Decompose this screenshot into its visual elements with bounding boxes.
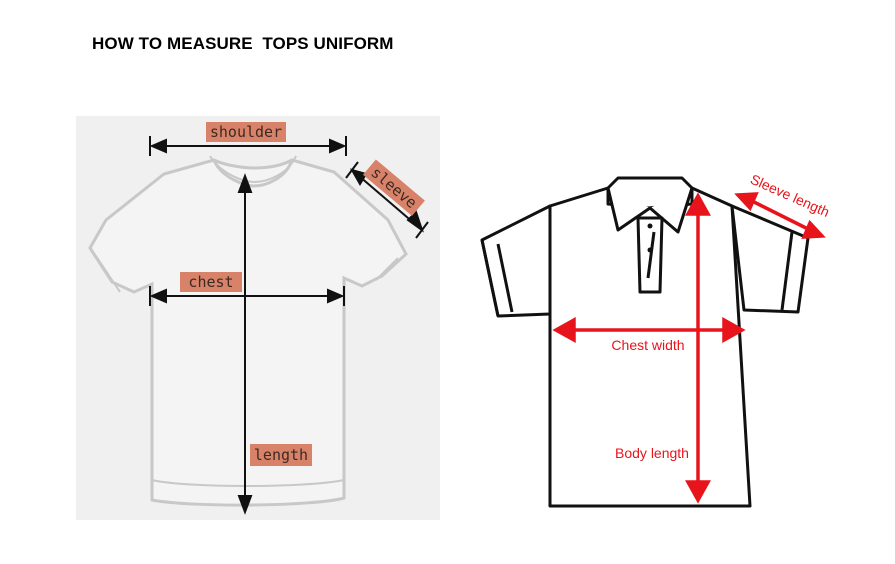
sleeve-label-bg	[362, 159, 425, 216]
polo-button-1	[647, 223, 653, 229]
tshirt-diagram: shoulder sleeve chest	[88, 122, 429, 515]
shoulder-label-bg	[206, 122, 286, 142]
sleeve-length-arrow	[734, 192, 826, 239]
chest-width-label: Chest width	[611, 337, 684, 353]
length-arrow	[237, 173, 253, 515]
chest-arrow	[149, 286, 345, 306]
sleeve-arrow	[345, 161, 429, 239]
polo-measure-panel: Chest width Body length Sleeve length	[470, 160, 830, 520]
chest-label-bg	[180, 272, 242, 292]
body-length-label: Body length	[615, 445, 689, 461]
polo-diagram: Chest width Body length Sleeve length	[480, 171, 830, 508]
shoulder-arrow	[149, 136, 347, 156]
polo-button-2	[647, 247, 653, 253]
shoulder-label: shoulder	[210, 123, 282, 141]
sleeve-length-label: Sleeve length	[748, 171, 830, 220]
length-label-bg	[250, 444, 312, 466]
length-label: length	[254, 446, 308, 464]
polo-outline	[480, 176, 810, 508]
tshirt-measure-panel: shoulder sleeve chest	[76, 116, 440, 520]
chest-label: chest	[188, 273, 233, 291]
body-length-arrow	[685, 192, 711, 504]
chest-width-arrow	[552, 317, 746, 343]
page-title: HOW TO MEASURE TOPS UNIFORM	[92, 34, 394, 53]
tshirt-outline	[88, 155, 408, 507]
